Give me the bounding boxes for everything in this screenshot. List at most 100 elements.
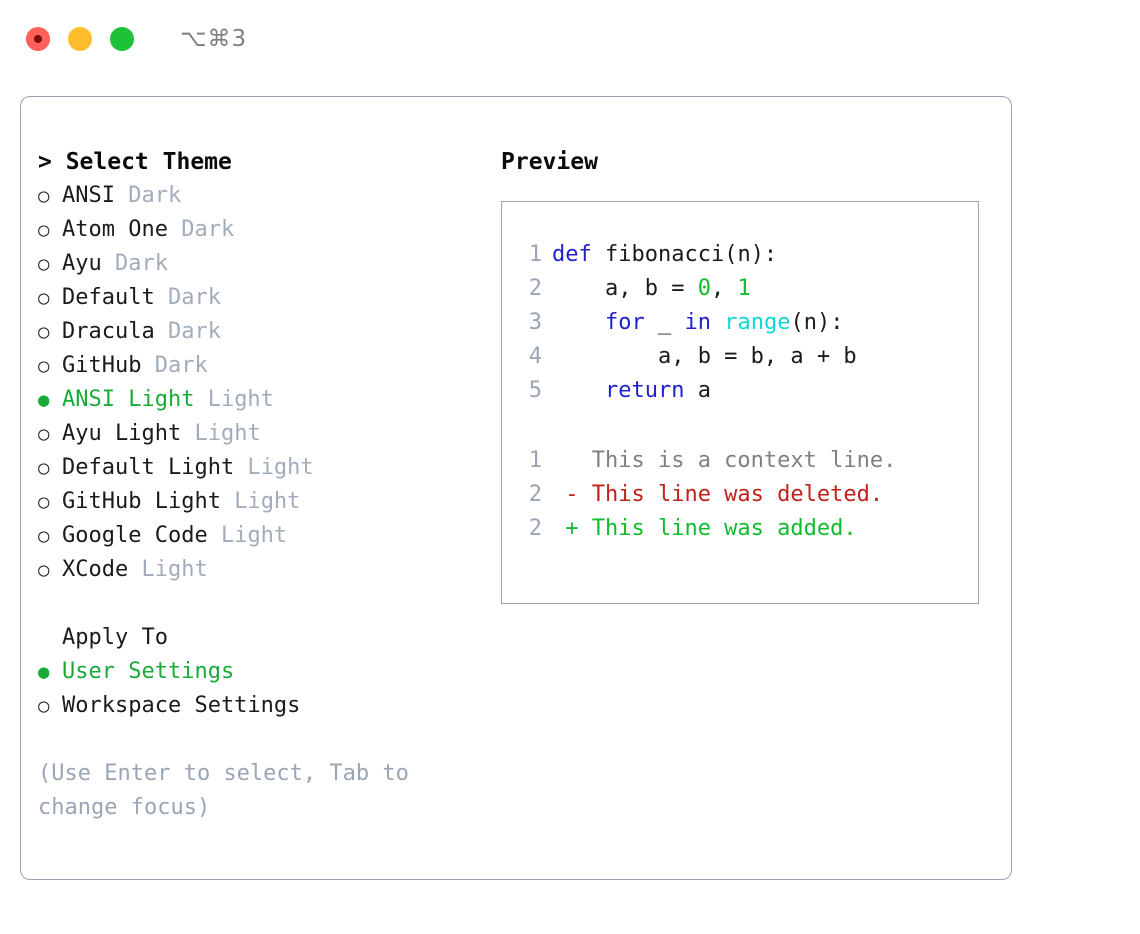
- radio-unselected-icon: ○: [38, 457, 50, 479]
- radio-selected-icon: ●: [38, 389, 50, 411]
- code-token: for: [604, 310, 645, 335]
- code-token: [711, 306, 724, 340]
- radio-unselected-icon: ○: [38, 287, 50, 309]
- theme-name: Google Code: [62, 523, 208, 548]
- theme-kind-badge: Light: [181, 421, 261, 446]
- line-number: 1: [528, 448, 542, 473]
- line-number: 2: [528, 482, 542, 507]
- theme-name: Dracula: [62, 319, 155, 344]
- code-line: 2 a, b = 0, 1: [516, 272, 978, 306]
- theme-list-item[interactable]: ○ Dracula Dark: [38, 315, 478, 349]
- code-token: - This line was deleted.: [552, 482, 884, 507]
- theme-kind-badge: Dark: [141, 353, 208, 378]
- theme-kind-badge: Light: [128, 557, 208, 582]
- theme-kind-badge: Dark: [167, 217, 235, 242]
- theme-list-item[interactable]: ○ ANSI Dark: [38, 179, 478, 213]
- diff-line: 1 This is a context line.: [516, 444, 978, 478]
- radio-unselected-icon: ○: [38, 559, 50, 581]
- theme-name: Default: [62, 285, 155, 310]
- theme-kind-badge: Light: [234, 455, 314, 480]
- radio-unselected-icon: ○: [38, 491, 50, 513]
- code-token: This is a context line.: [552, 448, 897, 473]
- apply-to-spacer-icon: ○: [38, 621, 62, 655]
- theme-list-item[interactable]: ○ Google Code Light: [38, 519, 478, 553]
- theme-name: Ayu Light: [62, 421, 182, 446]
- code-token: a, b = b, a + b: [552, 344, 857, 369]
- theme-name: ANSI Light: [62, 387, 195, 412]
- line-number: 1: [528, 242, 542, 267]
- code-line: 3 for _ in range(n):: [516, 306, 978, 340]
- theme-list-item[interactable]: ○ Default Dark: [38, 281, 478, 315]
- theme-list-item[interactable]: ○ XCode Light: [38, 553, 478, 587]
- traffic-lights: [26, 27, 134, 51]
- theme-name: Ayu: [62, 251, 102, 276]
- code-token: [552, 306, 605, 340]
- radio-unselected-icon: ○: [38, 321, 50, 343]
- line-number: 4: [528, 344, 542, 369]
- theme-name: Default Light: [62, 455, 235, 480]
- theme-picker-card: > Select Theme ○ANSI Dark○Atom One Dark○…: [20, 96, 1012, 880]
- theme-kind-badge: Dark: [154, 285, 221, 310]
- apply-to-option-label: Workspace Settings: [62, 693, 301, 718]
- minimize-icon[interactable]: [68, 27, 92, 51]
- radio-unselected-icon: ○: [38, 695, 50, 717]
- code-line: 1 def fibonacci(n):: [516, 238, 978, 272]
- apply-to-header: Apply To: [62, 625, 168, 650]
- diff-line: 2 - This line was deleted.: [516, 478, 978, 512]
- code-token: _: [644, 310, 685, 335]
- line-number: 2: [528, 276, 542, 301]
- theme-selection-column: > Select Theme ○ANSI Dark○Atom One Dark○…: [38, 145, 478, 825]
- theme-list-item[interactable]: ○ Ayu Dark: [38, 247, 478, 281]
- line-number: 5: [528, 378, 542, 403]
- theme-list-item[interactable]: ○ Default Light Light: [38, 451, 478, 485]
- apply-to-option[interactable]: ● User Settings: [38, 655, 478, 689]
- preview-header: Preview: [501, 149, 598, 175]
- code-token: range: [724, 310, 791, 335]
- theme-list-item[interactable]: ○Atom One Dark: [38, 213, 478, 247]
- code-token: def: [552, 242, 592, 267]
- radio-unselected-icon: ○: [38, 253, 50, 275]
- code-token: return: [604, 378, 685, 403]
- theme-kind-badge: Light: [194, 387, 274, 412]
- code-line: 5 return a: [516, 374, 978, 408]
- theme-name: Atom One: [62, 217, 168, 242]
- code-token: [552, 374, 605, 408]
- theme-kind-badge: Dark: [101, 251, 168, 276]
- line-number: 3: [528, 310, 542, 335]
- theme-kind-badge: Light: [220, 489, 301, 514]
- radio-unselected-icon: ○: [38, 525, 50, 547]
- theme-list-item[interactable]: ○GitHub Dark: [38, 349, 478, 383]
- theme-list: ○ANSI Dark○Atom One Dark○Ayu Dark○Defaul…: [38, 179, 478, 587]
- theme-name: XCode: [62, 557, 129, 582]
- radio-unselected-icon: ○: [38, 185, 50, 207]
- code-token: ,: [710, 276, 738, 301]
- code-token: 0: [697, 276, 711, 301]
- theme-kind-badge: Light: [207, 523, 288, 548]
- code-token: in: [684, 310, 711, 335]
- theme-name: GitHub Light: [62, 489, 221, 514]
- line-number: 2: [528, 516, 542, 541]
- window-titlebar: ⌥⌘3: [0, 0, 1140, 78]
- theme-kind-badge: Dark: [114, 183, 182, 208]
- theme-list-item[interactable]: ○ Ayu Light Light: [38, 417, 478, 451]
- radio-unselected-icon: ○: [38, 355, 50, 377]
- radio-selected-icon: ●: [38, 661, 50, 683]
- code-token: fibonacci(n):: [591, 242, 778, 267]
- theme-name: ANSI: [62, 183, 115, 208]
- apply-to-option[interactable]: ○ Workspace Settings: [38, 689, 478, 723]
- close-icon[interactable]: [26, 27, 50, 51]
- maximize-icon[interactable]: [110, 27, 134, 51]
- apply-to-list: ● User Settings ○ Workspace Settings: [38, 655, 478, 723]
- theme-list-item[interactable]: ○ GitHub Light Light: [38, 485, 478, 519]
- theme-list-item[interactable]: ● ANSI Light Light: [38, 383, 478, 417]
- keyboard-hint: (Use Enter to select, Tab to change focu…: [38, 761, 409, 820]
- diff-line: 2 + This line was added.: [516, 512, 978, 546]
- theme-kind-badge: Dark: [154, 319, 221, 344]
- apply-to-option-label: User Settings: [62, 659, 235, 684]
- code-token: + This line was added.: [552, 516, 857, 541]
- code-token: a, b =: [552, 276, 698, 301]
- radio-unselected-icon: ○: [38, 423, 50, 445]
